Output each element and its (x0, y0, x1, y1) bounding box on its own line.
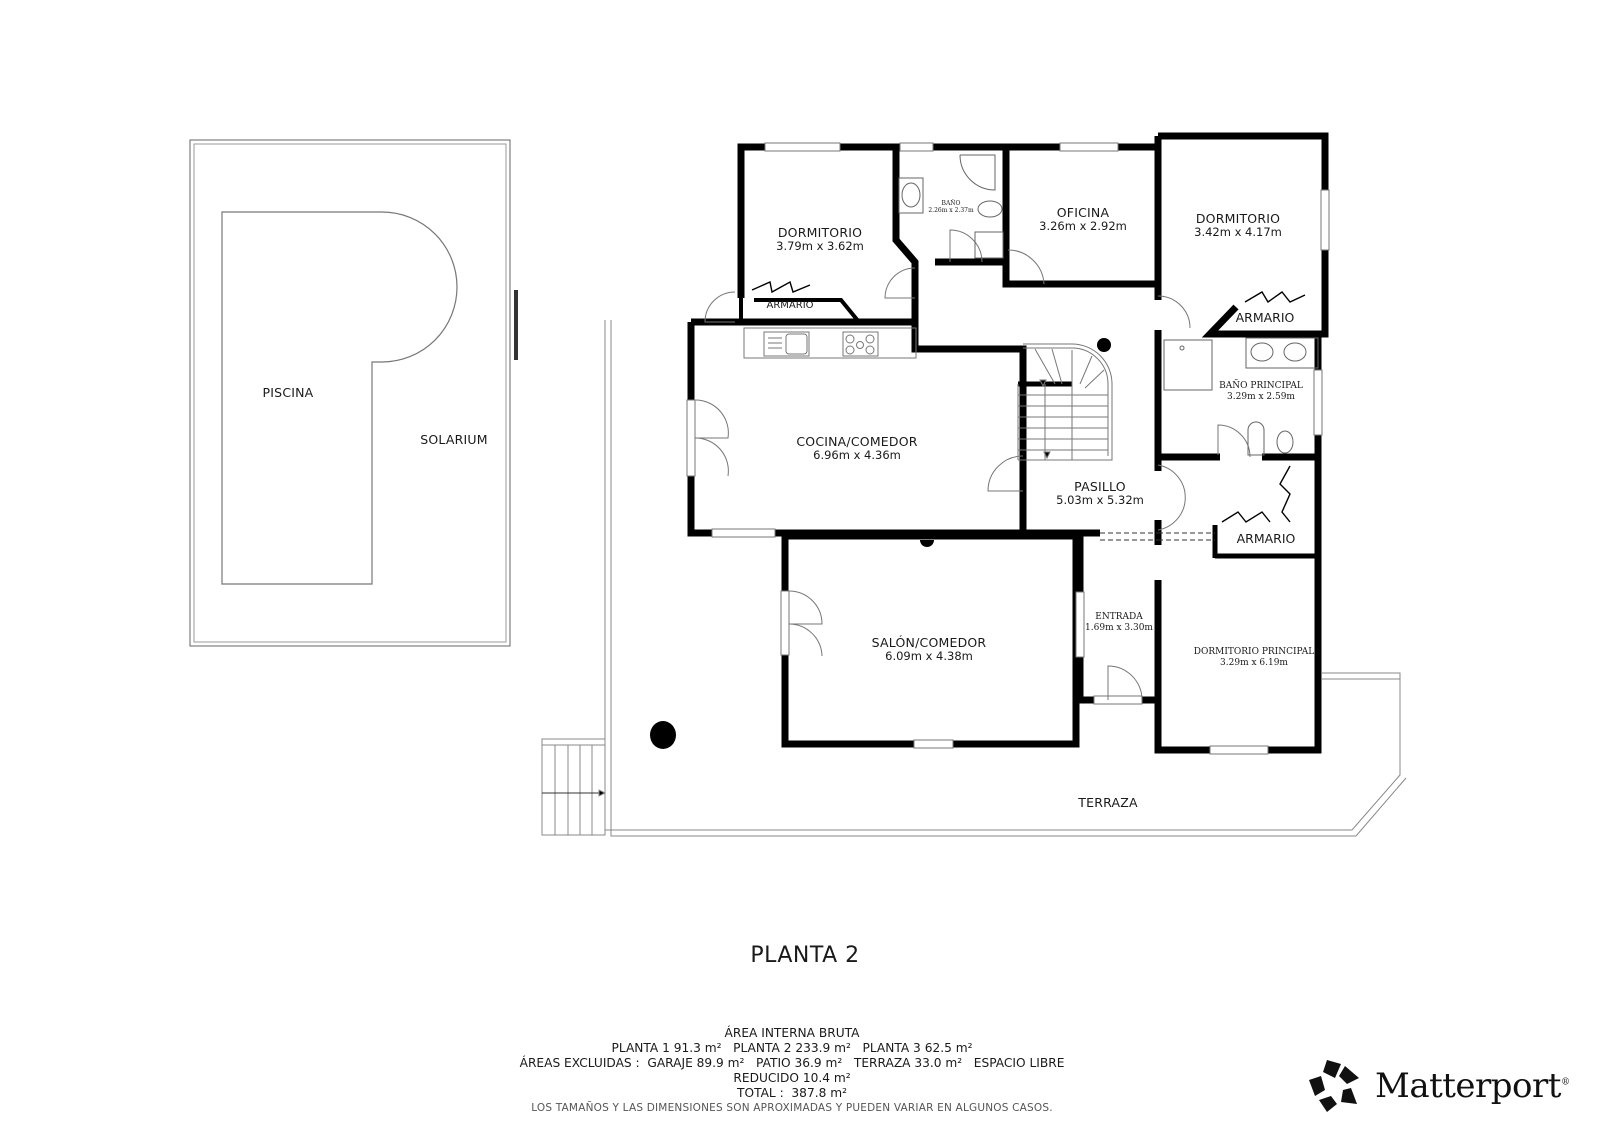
room-name: OFICINA (1056, 205, 1110, 220)
room-name: BAÑO PRINCIPAL (1219, 381, 1303, 391)
room-dimensions: 3.29m x 2.59m (1227, 391, 1295, 402)
room-name: DORMITORIO PRINCIPAL (1193, 647, 1315, 657)
summary-excluded: ÁREAS EXCLUIDAS : GARAJE 89.9 m² PATIO 3… (519, 1056, 1065, 1070)
floor-title: PLANTA 2 (750, 943, 860, 968)
room-name: COCINA/COMEDOR (796, 434, 918, 449)
room-name: TERRAZA (1078, 795, 1138, 810)
matterport-logo: Matterport® (1307, 1058, 1570, 1114)
summary-total: TOTAL : 387.8 m² (737, 1086, 847, 1100)
room-name: DORMITORIO (1195, 211, 1281, 226)
room-cocina-comedor: COCINA/COMEDOR 6.96m x 4.36m (796, 434, 917, 463)
room-name: ARMARIO (1236, 531, 1296, 546)
room-salon-comedor: SALÓN/COMEDOR 6.09m x 4.38m (872, 635, 987, 664)
room-dimensions: 3.29m x 6.19m (1220, 657, 1288, 668)
summary-heading: ÁREA INTERNA BRUTA (724, 1026, 860, 1040)
room-name: SALÓN/COMEDOR (871, 635, 987, 650)
kitchen-counter (743, 327, 917, 359)
pool-outline (221, 211, 458, 585)
room-name: SOLARIUM (420, 432, 488, 447)
summary-reduced: REDUCIDO 10.4 m² (733, 1071, 851, 1085)
room-name: PISCINA (262, 385, 314, 400)
room-armario-3: ARMARIO (1237, 531, 1296, 546)
column-small (1097, 338, 1111, 352)
staircase (1017, 343, 1113, 461)
room-name: DORMITORIO (777, 225, 863, 240)
door-swings (694, 229, 1251, 701)
brand-name: Matterport® (1375, 1066, 1570, 1106)
room-piscina: PISCINA (263, 385, 314, 400)
registered-mark: ® (1560, 1077, 1570, 1088)
brand-wordmark: Matterport (1375, 1066, 1561, 1106)
room-name: BAÑO (941, 200, 961, 207)
room-entrada: ENTRADA 1.69m x 3.30m (1085, 612, 1153, 634)
room-solarium: SOLARIUM (420, 432, 487, 447)
windows (686, 142, 1330, 755)
room-name: ENTRADA (1095, 612, 1143, 622)
room-armario-2: ARMARIO (1236, 310, 1295, 325)
room-terraza: TERRAZA (1078, 795, 1137, 810)
wardrobe-doors (751, 280, 1306, 523)
room-dimensions: 3.42m x 4.17m (1194, 225, 1282, 239)
room-oficina: OFICINA 3.26m x 2.92m (1039, 205, 1127, 234)
solarium-area (189, 139, 518, 647)
summary-floors: PLANTA 1 91.3 m² PLANTA 2 233.9 m² PLANT… (611, 1041, 973, 1055)
room-dimensions: 6.09m x 4.38m (885, 649, 973, 663)
column-round (650, 721, 676, 749)
room-dimensions: 2.26m x 2.37m (928, 207, 974, 215)
room-dimensions: 3.26m x 2.92m (1039, 219, 1127, 233)
room-dormitorio-principal: DORMITORIO PRINCIPAL 3.29m x 6.19m (1194, 647, 1315, 669)
area-summary: ÁREA INTERNA BRUTA PLANTA 1 91.3 m² PLAN… (520, 1026, 1065, 1116)
room-name: PASILLO (1074, 479, 1126, 494)
room-dormitorio-2: DORMITORIO 3.42m x 4.17m (1194, 211, 1282, 240)
room-dimensions: 1.69m x 3.30m (1085, 622, 1153, 633)
room-name: ARMARIO (766, 300, 814, 311)
room-dimensions: 3.79m x 3.62m (776, 239, 864, 253)
room-bano: BAÑO 2.26m x 2.37m (928, 200, 973, 214)
room-pasillo: PASILLO 5.03m x 5.32m (1056, 479, 1144, 508)
room-bano-principal: BAÑO PRINCIPAL 3.29m x 2.59m (1219, 381, 1303, 403)
room-name: ARMARIO (1235, 310, 1295, 325)
room-dimensions: 6.96m x 4.36m (813, 448, 901, 462)
bathroom-fixtures (898, 154, 1319, 456)
column-half (920, 540, 934, 547)
room-armario-1: ARMARIO (766, 300, 813, 312)
summary-disclaimer: LOS TAMAÑOS Y LAS DIMENSIONES SON APROXI… (531, 1102, 1053, 1114)
room-dormitorio-1: DORMITORIO 3.79m x 3.62m (776, 225, 864, 254)
room-dimensions: 5.03m x 5.32m (1056, 493, 1144, 507)
matterport-star-icon (1309, 1060, 1359, 1112)
terrace-outline (541, 320, 1407, 837)
